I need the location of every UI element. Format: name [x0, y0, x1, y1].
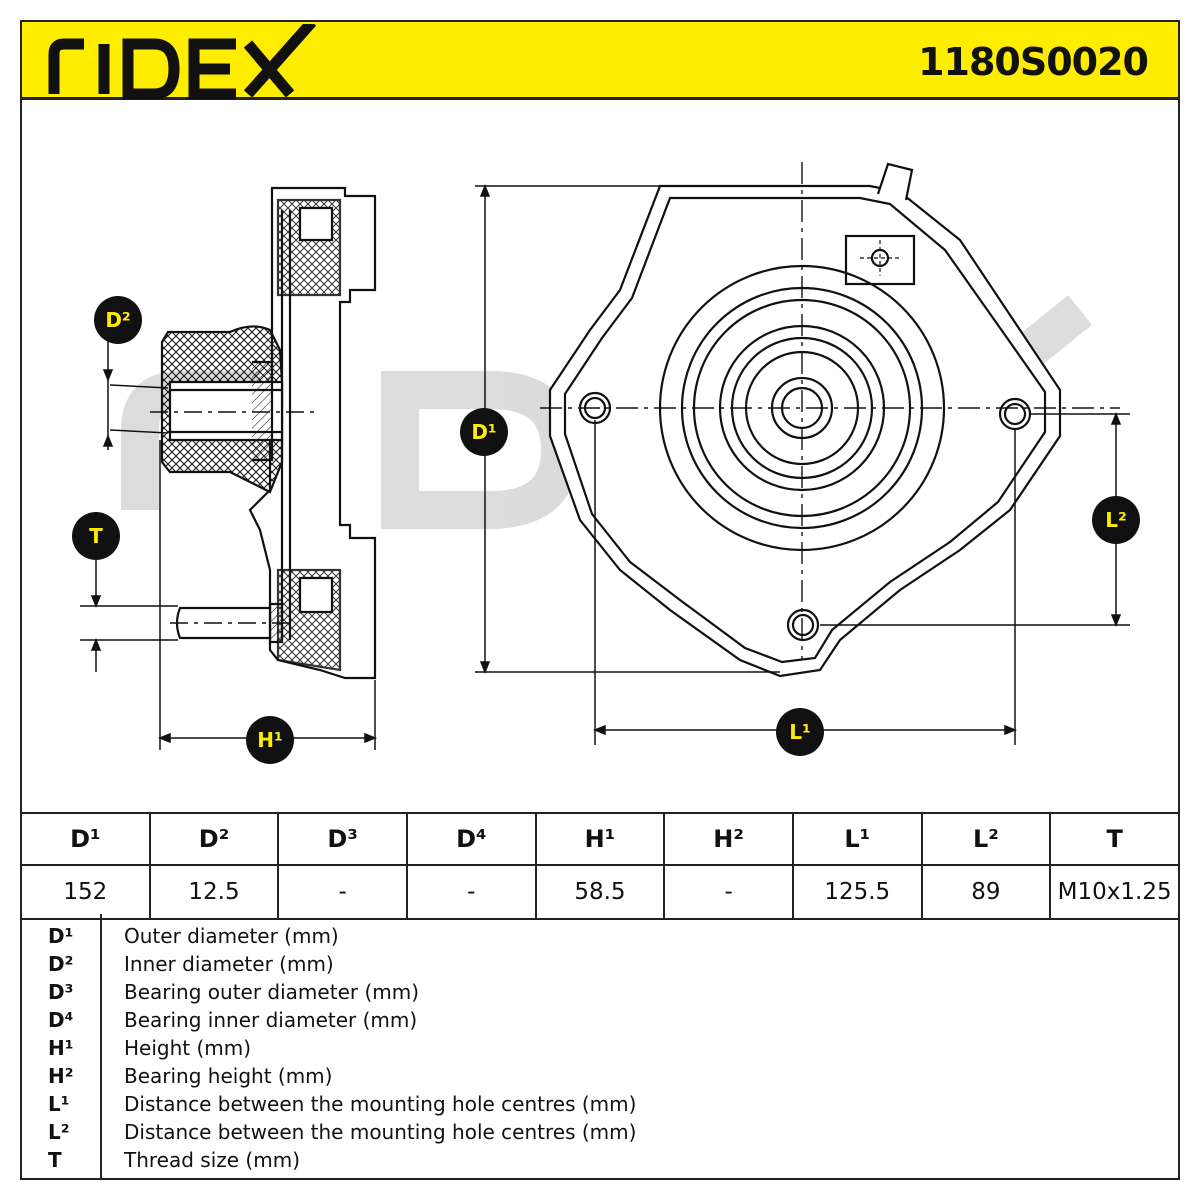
spec-header-d2: D²	[148, 812, 280, 866]
dimension-badge-d2: D²	[94, 296, 142, 344]
spec-header-h1: H¹	[534, 812, 666, 866]
legend-item: H¹ Height (mm)	[20, 1036, 1120, 1064]
spec-value-d3: -	[277, 864, 408, 920]
legend-text: Bearing inner diameter (mm)	[124, 1008, 418, 1032]
spec-value-l2: 89	[920, 864, 1052, 920]
spec-value-d4: -	[405, 864, 537, 920]
legend-code: T	[48, 1148, 62, 1172]
legend-item: H² Bearing height (mm)	[20, 1064, 1120, 1092]
dimension-badge-l1: L¹	[776, 708, 824, 756]
legend-code: D¹	[48, 924, 74, 948]
spec-header-d4: D⁴	[405, 812, 537, 866]
legend-item: L¹ Distance between the mounting hole ce…	[20, 1092, 1120, 1120]
legend-item: D³ Bearing outer diameter (mm)	[20, 980, 1120, 1008]
legend-item: D² Inner diameter (mm)	[20, 952, 1120, 980]
dimension-badge-h1: H¹	[246, 716, 294, 764]
specs-value-row: 152 12.5 - - 58.5 - 125.5 89 M10x1.25	[20, 864, 1180, 920]
drawing-canvas	[80, 162, 1130, 750]
spec-header-t: T	[1049, 812, 1180, 866]
legend-code: L¹	[48, 1092, 70, 1116]
legend-item: D¹ Outer diameter (mm)	[20, 924, 1120, 952]
legend-code: H²	[48, 1064, 74, 1088]
dimension-badge-t: T	[72, 512, 120, 560]
legend-code: D⁴	[48, 1008, 74, 1032]
dimension-badge-l2: L²	[1092, 496, 1140, 544]
spec-header-l1: L¹	[791, 812, 923, 866]
spec-header-d3: D³	[277, 812, 408, 866]
spec-value-d2: 12.5	[148, 864, 280, 920]
legend-text: Outer diameter (mm)	[124, 924, 339, 948]
legend: D¹ Outer diameter (mm) D² Inner diameter…	[20, 914, 1180, 1180]
legend-code: D³	[48, 980, 74, 1004]
legend-text: Distance between the mounting hole centr…	[124, 1120, 637, 1144]
spec-value-t: M10x1.25	[1049, 864, 1180, 920]
spec-header-h2: H²	[663, 812, 794, 866]
spec-value-h1: 58.5	[534, 864, 666, 920]
part-number: 1180S0020	[918, 40, 1149, 84]
legend-text: Bearing height (mm)	[124, 1064, 333, 1088]
legend-code: H¹	[48, 1036, 74, 1060]
legend-text: Height (mm)	[124, 1036, 252, 1060]
spec-value-h2: -	[663, 864, 794, 920]
spec-value-d1: 152	[20, 864, 151, 920]
legend-item: D⁴ Bearing inner diameter (mm)	[20, 1008, 1120, 1036]
dimension-badge-d1: D¹	[460, 408, 508, 456]
specs-table: D¹ D² D³ D⁴ H¹ H² L¹ L² T 152 12.5 - - 5…	[20, 812, 1180, 920]
header-bar: 1180S0020	[20, 20, 1180, 100]
legend-text: Thread size (mm)	[124, 1148, 300, 1172]
technical-drawing: D² T H¹ D¹ L¹ L²	[20, 100, 1180, 812]
legend-code: L²	[48, 1120, 70, 1144]
legend-text: Bearing outer diameter (mm)	[124, 980, 420, 1004]
spec-header-l2: L²	[920, 812, 1052, 866]
side-view	[150, 186, 377, 680]
ridex-logo	[48, 24, 316, 100]
spec-header-d1: D¹	[20, 812, 151, 866]
legend-code: D²	[48, 952, 74, 976]
legend-item: L² Distance between the mounting hole ce…	[20, 1120, 1120, 1148]
legend-item: T Thread size (mm)	[20, 1148, 1120, 1176]
front-view	[540, 162, 1120, 678]
specs-header-row: D¹ D² D³ D⁴ H¹ H² L¹ L² T	[20, 812, 1180, 866]
legend-divider	[100, 914, 102, 1178]
legend-text: Inner diameter (mm)	[124, 952, 334, 976]
legend-text: Distance between the mounting hole centr…	[124, 1092, 637, 1116]
spec-value-l1: 125.5	[791, 864, 923, 920]
